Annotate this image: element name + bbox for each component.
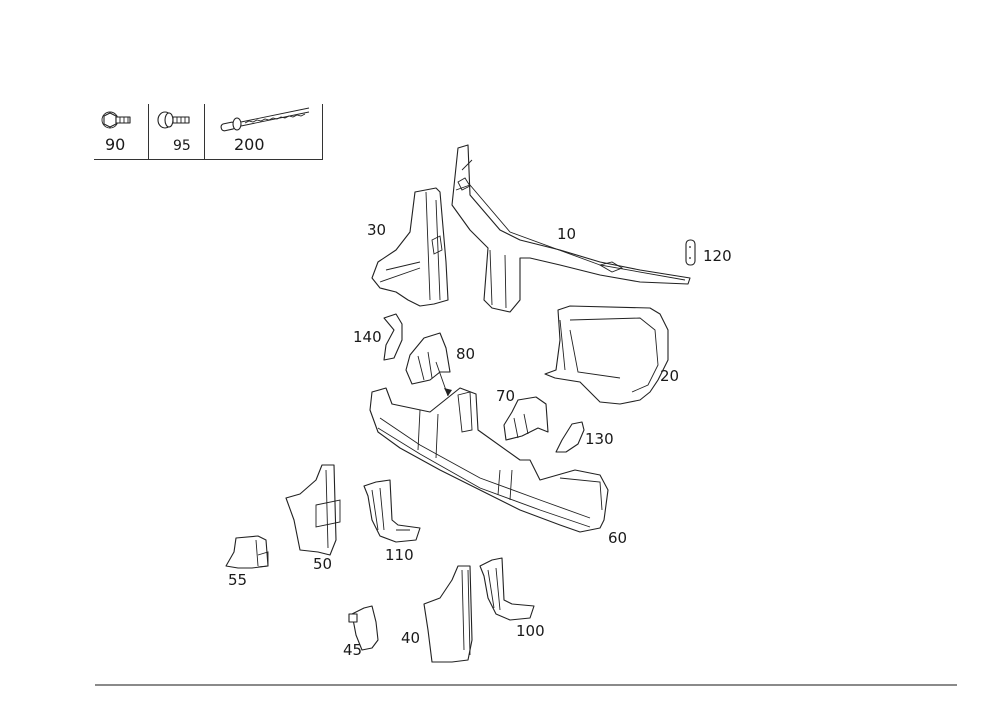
hardware-number: 90 [105,135,126,154]
hardware-table: 90 95 200 [94,104,323,160]
part-130-clip[interactable] [555,421,585,453]
hardware-item-200[interactable]: 200 [205,104,322,159]
part-120-gasket[interactable] [685,239,696,266]
part-30-side-bracket[interactable] [371,187,449,307]
callout-30[interactable]: 30 [367,221,387,239]
part-140-clip[interactable] [383,313,403,361]
callout-20[interactable]: 20 [660,367,680,385]
table-bottom-rule [94,159,323,160]
part-45-small-panel[interactable] [348,605,379,651]
collar-bolt-icon [157,111,190,129]
hex-flange-bolt-icon [101,111,131,129]
callout-130[interactable]: 130 [585,430,614,448]
hardware-item-95[interactable]: 95 [149,104,204,159]
footer-rule [95,684,957,686]
part-110-bracket[interactable] [363,479,421,543]
callout-100[interactable]: 100 [516,622,545,640]
part-70-bracket[interactable] [503,396,549,441]
callout-70[interactable]: 70 [496,387,516,405]
callout-45[interactable]: 45 [343,641,363,659]
table-divider [322,104,323,159]
hardware-number: 95 [173,138,191,154]
part-80-bracket[interactable] [405,332,452,397]
part-100-bracket[interactable] [479,557,535,621]
callout-55[interactable]: 55 [228,571,248,589]
hardware-number: 200 [234,135,265,154]
part-40-panel[interactable] [423,565,473,663]
table-divider [148,104,149,159]
callout-60[interactable]: 60 [608,529,628,547]
callout-40[interactable]: 40 [401,629,421,647]
callout-120[interactable]: 120 [703,247,732,265]
callout-10[interactable]: 10 [557,225,577,243]
callout-140[interactable]: 140 [353,328,382,346]
callout-110[interactable]: 110 [385,546,414,564]
callout-50[interactable]: 50 [313,555,333,573]
long-screw-rivet-icon [220,107,310,132]
part-50-panel[interactable] [285,464,341,556]
table-divider [204,104,205,159]
callout-80[interactable]: 80 [456,345,476,363]
part-60-lower-crossmember[interactable] [369,387,609,533]
part-55-small-panel[interactable] [225,535,269,569]
hardware-item-90[interactable]: 90 [94,104,148,159]
part-20-headlamp-frame[interactable] [544,305,669,405]
part-10-upper-crossmember[interactable] [451,144,691,313]
